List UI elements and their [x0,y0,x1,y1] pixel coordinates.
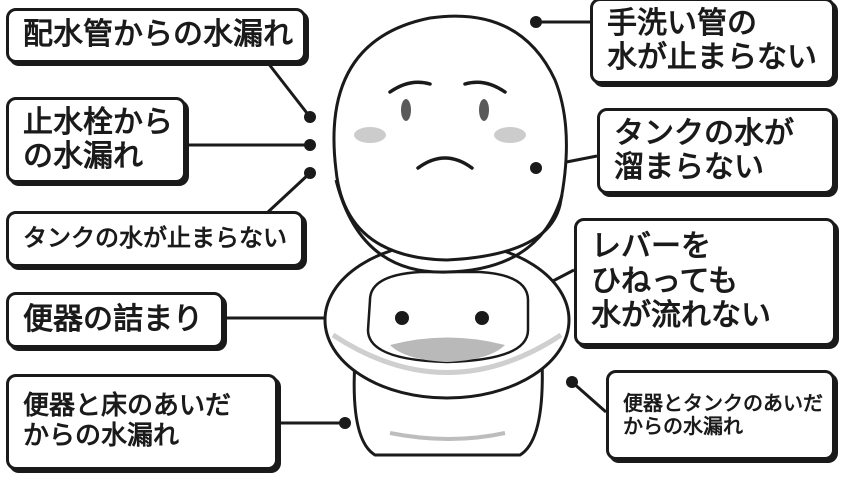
callout-hand-wash-line1: 手洗い管の [607,5,757,41]
callout-floor-leak-line1: 便器と床のあいだ [23,391,232,422]
dot-valve [304,139,316,151]
callout-tank-bowl-leak-line2: からの水漏れ [623,414,743,438]
left-eye [401,99,411,121]
toilet [323,14,571,457]
bowl-opening [366,270,530,364]
sad-mouth [416,156,474,170]
connector-pipe-leak [266,62,312,118]
left-eyebrow [388,80,432,94]
callout-hand-wash-line2: 水が止まらない [607,40,817,75]
callout-bowl-clog: 便器の詰まり [6,292,224,348]
callout-tank-bowl-leak-line1: 便器とタンクのあいだ [623,391,823,415]
callout-lever-no-flow: レバーを ひねっても 水が流れない [574,218,836,346]
bowl-water [390,337,505,362]
right-eye [479,99,489,121]
callout-tank-not-fill: タンクの水が 溜まらない [597,108,835,194]
callout-hand-wash: 手洗い管の 水が止まらない [590,0,835,84]
callout-tank-not-fill-line1: タンクの水が [614,115,794,151]
lid-rim [334,179,564,274]
dot-hand-wash [530,16,542,28]
dot-floor-leak [339,417,351,429]
callout-floor-leak-line2: からの水漏れ [23,421,180,451]
callout-pipe-leak: 配水管からの水漏れ [6,8,306,63]
callout-tank-not-stop-text: タンクの水が止まらない [23,224,287,253]
toilet-lid-face [332,14,568,262]
callout-valve-leak-line1: 止水栓から [23,104,173,140]
dot-pipe [304,111,316,123]
callout-valve-leak: 止水栓から の水漏れ [6,97,186,183]
callout-tank-not-fill-line2: 溜まらない [614,150,764,185]
connector-tank-bowl-leak [571,380,607,414]
left-cheek [354,127,386,143]
pedestal-shine [389,431,506,441]
callout-valve-leak-line2: の水漏れ [23,139,143,174]
right-cheek [494,127,526,143]
dot-bowl-clog [395,311,409,325]
dot-tank-not-fill [530,162,542,174]
callout-pipe-leak-text: 配水管からの水漏れ [23,17,293,53]
callout-floor-leak: 便器と床のあいだ からの水漏れ [6,374,278,470]
dot-lever [475,311,489,325]
callout-bowl-clog-text: 便器の詰まり [23,301,203,337]
callout-lever-no-flow-line1: レバーを [591,229,711,265]
connector-tank-not-stop [266,171,312,214]
callout-tank-not-stop: タンクの水が止まらない [6,211,304,267]
right-eyebrow [463,80,507,94]
connector-dots [304,16,578,429]
callout-tank-bowl-leak: 便器とタンクのあいだ からの水漏れ [606,370,835,460]
callout-lever-no-flow-line3: 水が流れない [591,298,771,334]
dot-tank-bowl-leak [566,376,578,388]
bowl-rim-shadow [331,332,563,375]
dot-tank-not-stop [304,167,316,179]
callout-lever-no-flow-line2: ひねっても [591,263,738,299]
